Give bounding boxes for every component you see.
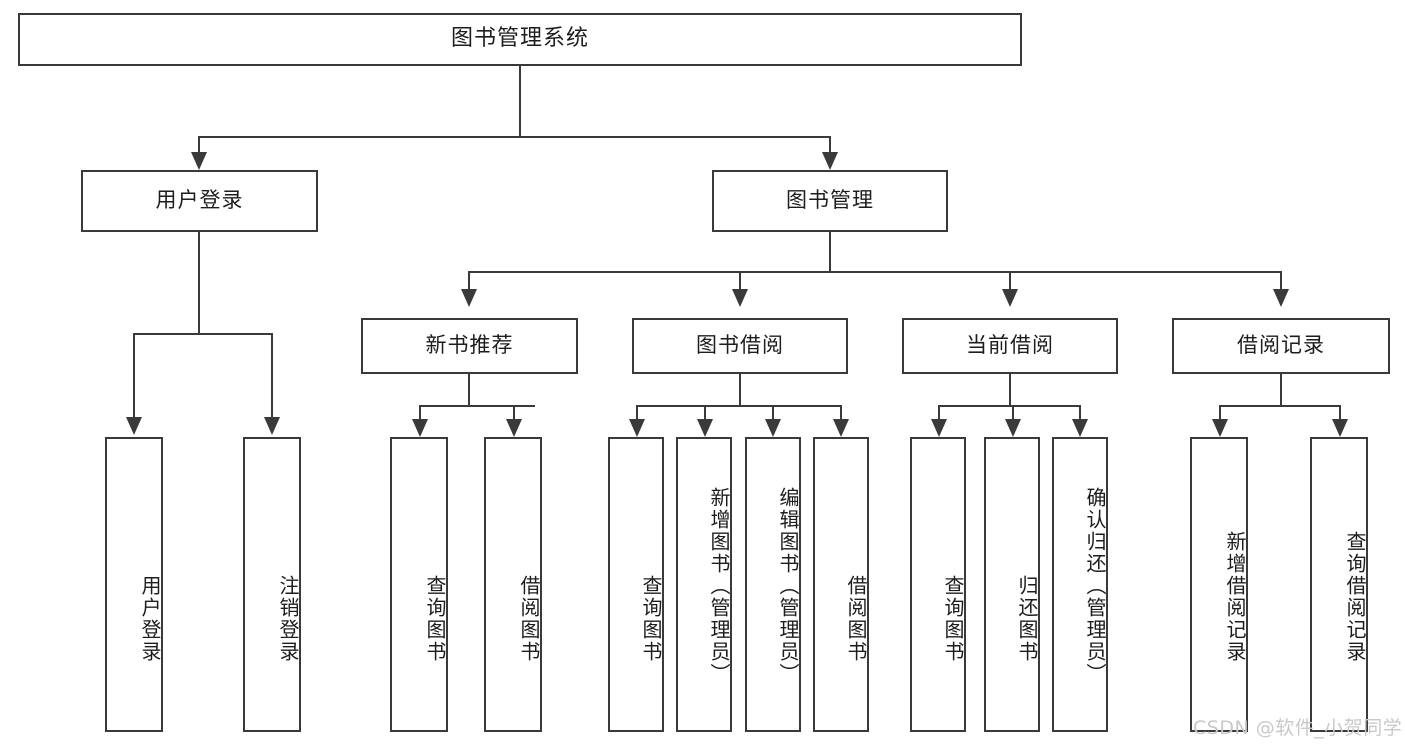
connector-book-borrow-bus	[636, 405, 841, 407]
connector-drop-leaf-confirm-return	[1079, 405, 1081, 421]
arrowhead-leaf-confirm-return	[1072, 419, 1088, 437]
connector-drop-leaf-query-borrow-record	[1339, 405, 1341, 421]
connector-drop-leaf-logout	[271, 333, 273, 419]
connector-borrow-record-bus	[1219, 405, 1340, 407]
leaf-logout[interactable]: 注销登录	[243, 437, 301, 732]
node-current-borrow[interactable]: 当前借阅	[902, 318, 1118, 374]
arrowhead-leaf-return-book	[1005, 419, 1021, 437]
connector-drop-leaf-add-borrow-record	[1219, 405, 1221, 421]
arrowhead-leaf-borrow-book-2	[833, 419, 849, 437]
node-borrow-record[interactable]: 借阅记录	[1172, 318, 1390, 374]
connector-current-borrow-bus	[938, 405, 1081, 407]
arrowhead-book-management	[822, 152, 838, 170]
connector-drop-borrow-record	[1280, 271, 1282, 291]
csdn-watermark: CSDN @软件_小贺同学	[1193, 717, 1403, 739]
connector-drop-leaf-edit-book	[772, 405, 774, 421]
connector-root-stem	[519, 66, 521, 137]
arrowhead-leaf-query-book-1	[412, 419, 428, 437]
leaf-edit-book-admin[interactable]: 编辑图书（管理员）	[745, 437, 801, 732]
arrowhead-new-book-recommend	[461, 289, 477, 307]
arrowhead-leaf-add-borrow-record	[1212, 419, 1228, 437]
leaf-add-borrow-record[interactable]: 新增借阅记录	[1190, 437, 1248, 732]
arrowhead-leaf-add-book	[697, 419, 713, 437]
leaf-borrow-book-2[interactable]: 借阅图书	[813, 437, 869, 732]
leaf-return-book[interactable]: 归还图书	[984, 437, 1040, 732]
leaf-add-book-admin[interactable]: 新增图书（管理员）	[676, 437, 732, 732]
connector-new-book-recommend-bus	[419, 405, 535, 407]
arrowhead-leaf-borrow-book-1	[506, 419, 522, 437]
node-book-management[interactable]: 图书管理	[712, 170, 948, 232]
connector-drop-leaf-borrow-book-2	[840, 405, 842, 421]
connector-drop-leaf-query-book-2	[636, 405, 638, 421]
connector-drop-book-borrow	[739, 271, 741, 291]
connector-user-login-stem	[198, 232, 200, 335]
leaf-query-borrow-record[interactable]: 查询借阅记录	[1310, 437, 1368, 732]
leaf-query-book-3[interactable]: 查询图书	[910, 437, 966, 732]
connector-level2-bus	[199, 136, 831, 138]
arrowhead-leaf-user-login	[126, 417, 142, 435]
node-new-book-recommend[interactable]: 新书推荐	[361, 318, 578, 374]
arrowhead-leaf-query-book-2	[629, 419, 645, 437]
leaf-user-login[interactable]: 用户登录	[105, 437, 163, 732]
arrowhead-leaf-query-borrow-record	[1332, 419, 1348, 437]
arrowhead-leaf-query-book-3	[931, 419, 947, 437]
connector-drop-leaf-user-login	[133, 333, 135, 419]
arrowhead-user-login	[191, 152, 207, 170]
connector-drop-new-book-recommend	[468, 271, 470, 291]
connector-book-management-stem	[829, 232, 831, 273]
arrowhead-borrow-record	[1273, 289, 1289, 307]
connector-drop-leaf-query-book-1	[419, 405, 421, 421]
connector-book-borrow-stem	[739, 374, 741, 407]
connector-drop-leaf-query-book-3	[938, 405, 940, 421]
connector-user-login-bus	[133, 333, 273, 335]
connector-drop-user-login	[198, 136, 200, 154]
arrowhead-leaf-edit-book	[765, 419, 781, 437]
connector-drop-leaf-borrow-book-1	[513, 405, 515, 421]
node-root-library-management-system[interactable]: 图书管理系统	[18, 13, 1022, 66]
connector-borrow-record-stem	[1280, 374, 1282, 407]
arrowhead-leaf-logout	[264, 417, 280, 435]
connector-new-book-recommend-stem	[468, 374, 470, 407]
arrowhead-book-borrow	[732, 289, 748, 307]
connector-current-borrow-stem	[1009, 374, 1011, 407]
connector-drop-leaf-add-book	[704, 405, 706, 421]
connector-drop-current-borrow	[1009, 271, 1011, 291]
connector-level3-bus	[468, 271, 1282, 273]
node-book-borrow[interactable]: 图书借阅	[632, 318, 848, 374]
node-user-login[interactable]: 用户登录	[81, 170, 318, 232]
connector-drop-book-management	[829, 136, 831, 154]
connector-drop-leaf-return-book	[1012, 405, 1014, 421]
leaf-query-book-2[interactable]: 查询图书	[608, 437, 664, 732]
leaf-confirm-return-admin[interactable]: 确认归还（管理员）	[1052, 437, 1108, 732]
arrowhead-current-borrow	[1002, 289, 1018, 307]
leaf-borrow-book-1[interactable]: 借阅图书	[484, 437, 542, 732]
leaf-query-book-1[interactable]: 查询图书	[390, 437, 448, 732]
